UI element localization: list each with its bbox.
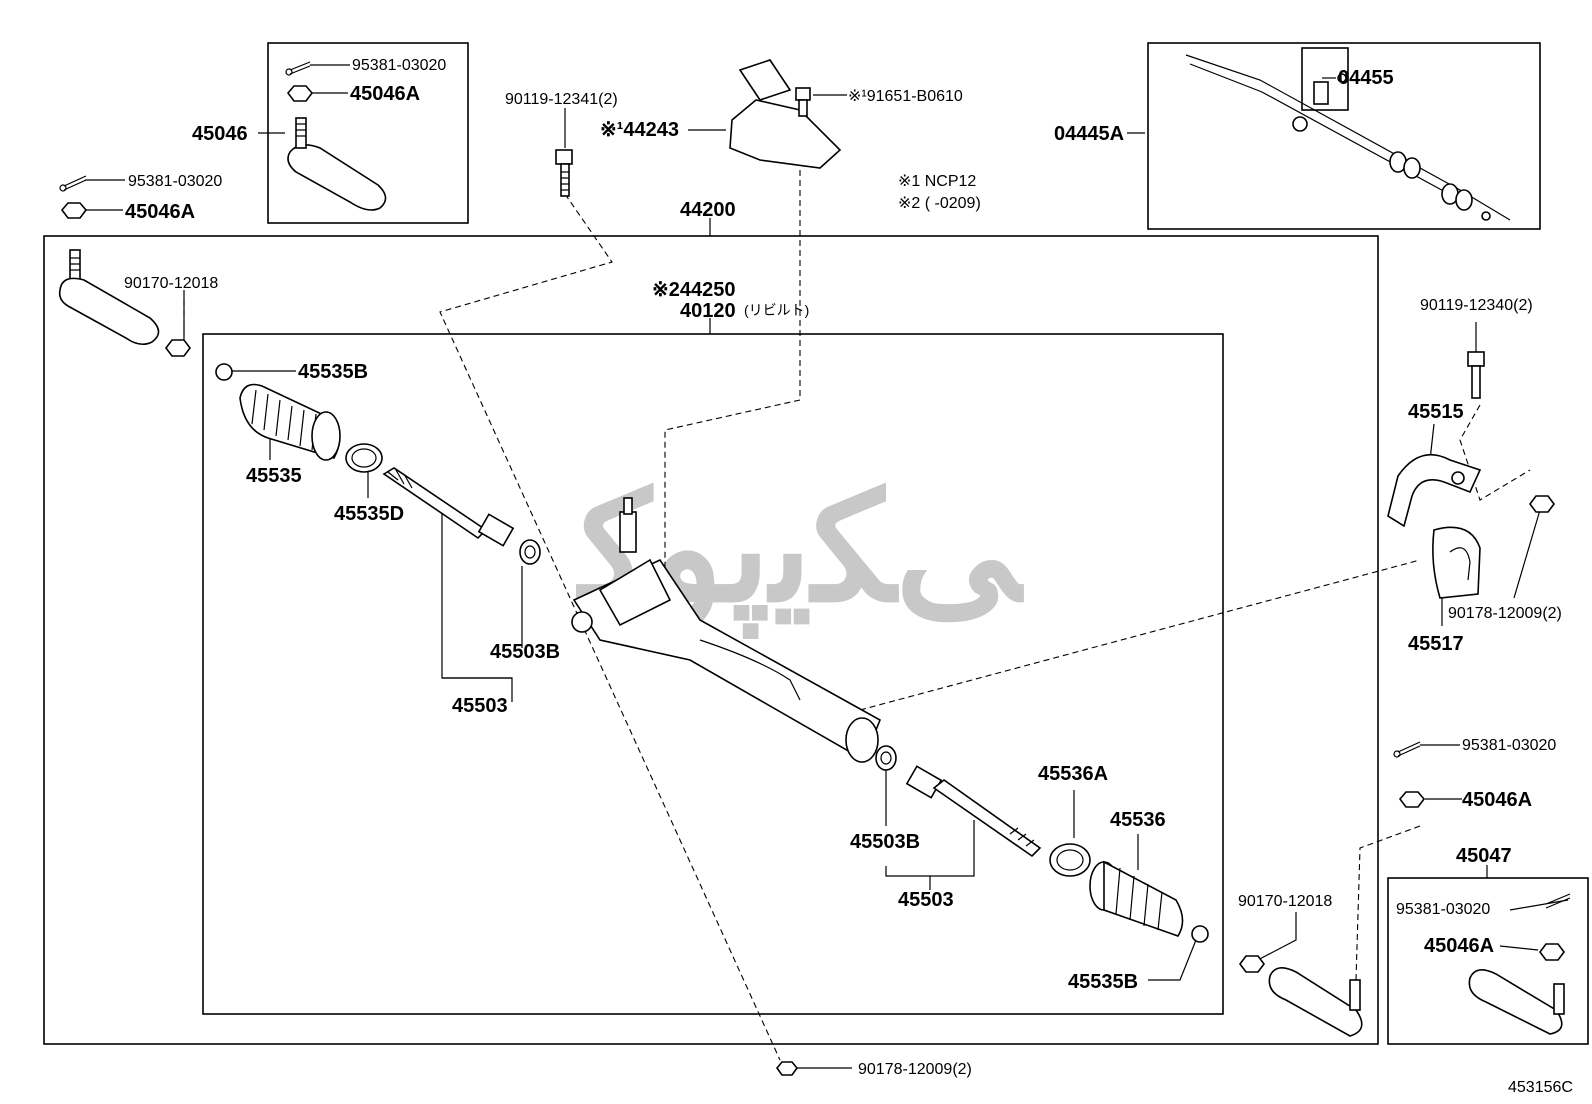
label-45503B-right: 45503B xyxy=(850,831,920,853)
label-44243: ※¹44243 xyxy=(600,119,679,141)
label-45517: 45517 xyxy=(1408,633,1464,655)
label-45503B-left: 45503B xyxy=(490,641,560,663)
label-note2: ※2 ( -0209) xyxy=(898,195,981,212)
nut-90178-right xyxy=(1529,495,1555,513)
label-note1: ※1 NCP12 xyxy=(898,173,976,190)
label-40120-note: (リビルト) xyxy=(744,302,809,318)
label-45535B-top: 45535B xyxy=(298,361,368,383)
tie-rod-end-right xyxy=(1268,967,1363,1037)
label-45046A-r: 45046A xyxy=(1462,789,1532,811)
bolt-90119-12341 xyxy=(555,149,573,197)
bolt-91651 xyxy=(795,87,811,117)
label-44250: ※244250 xyxy=(652,279,736,301)
label-45535D: 45535D xyxy=(334,503,404,525)
label-91651: ※¹91651-B0610 xyxy=(848,88,963,105)
bracket-44243 xyxy=(729,59,842,169)
label-04455: 04455 xyxy=(1338,67,1394,89)
nut-90170-right xyxy=(1239,955,1265,973)
reference-code: 453156C xyxy=(1508,1079,1573,1096)
dash-rack-to-bush xyxy=(859,559,1421,711)
boot-45535 xyxy=(239,383,341,461)
box-40120 xyxy=(202,333,1224,1015)
label-45515: 45515 xyxy=(1408,401,1464,423)
label-90178-right: 90178-12009(2) xyxy=(1448,605,1562,622)
rack-detail-04445A xyxy=(1185,47,1511,221)
cotter-pin-br xyxy=(1545,893,1571,909)
label-45536A: 45536A xyxy=(1038,763,1108,785)
label-95381-r: 95381-03020 xyxy=(1462,737,1556,754)
tie-rod-end-45047 xyxy=(1468,969,1565,1035)
label-95381-br: 95381-03020 xyxy=(1396,901,1490,918)
label-44200: 44200 xyxy=(680,199,736,221)
nut-r xyxy=(1398,791,1426,808)
boot-45536 xyxy=(1089,860,1184,937)
label-45046A-br: 45046A xyxy=(1424,935,1494,957)
part-labels: 95381-03020 45046A 45046 95381-03020 450… xyxy=(124,57,1573,1096)
dash-bolt-to-nut xyxy=(439,193,781,1061)
nut-90170-left xyxy=(165,339,191,357)
label-95381-l: 95381-03020 xyxy=(128,173,222,190)
label-45536: 45536 xyxy=(1110,809,1166,831)
clamp-45535B-bottom xyxy=(1191,925,1209,943)
label-90170-left: 90170-12018 xyxy=(124,275,218,292)
bracket-45515 xyxy=(1387,453,1482,528)
label-90178-bottom: 90178-12009(2) xyxy=(858,1061,972,1078)
nut-90178-bottom xyxy=(775,1061,799,1076)
rack-housing-44250 xyxy=(571,497,882,763)
label-45046A-l: 45046A xyxy=(125,201,195,223)
cotter-pin-tl xyxy=(285,61,311,76)
label-90170-right: 90170-12018 xyxy=(1238,893,1332,910)
label-40120: 40120 xyxy=(680,300,736,322)
box-45047 xyxy=(1387,877,1589,1045)
clamp-45535B-top xyxy=(215,363,233,381)
label-45535B-bottom: 45535B xyxy=(1068,971,1138,993)
label-45046: 45046 xyxy=(192,123,248,145)
tie-rod-end-45046 xyxy=(287,117,387,211)
label-45503-right: 45503 xyxy=(898,889,954,911)
tie-rod-end-left xyxy=(58,249,160,346)
label-90119-12341: 90119-12341(2) xyxy=(505,91,618,108)
inner-tie-rod-right xyxy=(905,765,1042,858)
cotter-pin-r xyxy=(1393,741,1421,758)
label-45047: 45047 xyxy=(1456,845,1512,867)
nut-l xyxy=(60,202,88,219)
clamp-45536A xyxy=(1049,843,1091,877)
nut-br xyxy=(1539,943,1565,961)
label-04445A: 04445A xyxy=(1054,123,1124,145)
bush-45517 xyxy=(1432,526,1481,599)
label-45046A-tl: 45046A xyxy=(350,83,420,105)
dash-bracket-bolt xyxy=(664,110,801,610)
cotter-pin-l xyxy=(59,175,87,192)
inner-tie-rod-left xyxy=(382,467,515,547)
label-45503-left: 45503 xyxy=(452,695,508,717)
washer-45503B-left xyxy=(519,539,541,565)
box-04445A xyxy=(1147,42,1541,230)
clamp-45535D xyxy=(345,443,383,473)
dash-tie-rod-right xyxy=(1355,825,1421,981)
label-95381-tl: 95381-03020 xyxy=(352,57,446,74)
washer-45503B-right xyxy=(875,745,897,771)
label-90119-12340: 90119-12340(2) xyxy=(1420,297,1533,314)
nut-tl xyxy=(286,85,314,102)
bolt-90119-12340 xyxy=(1467,351,1485,399)
label-45535: 45535 xyxy=(246,465,302,487)
box-44200 xyxy=(43,235,1379,1045)
